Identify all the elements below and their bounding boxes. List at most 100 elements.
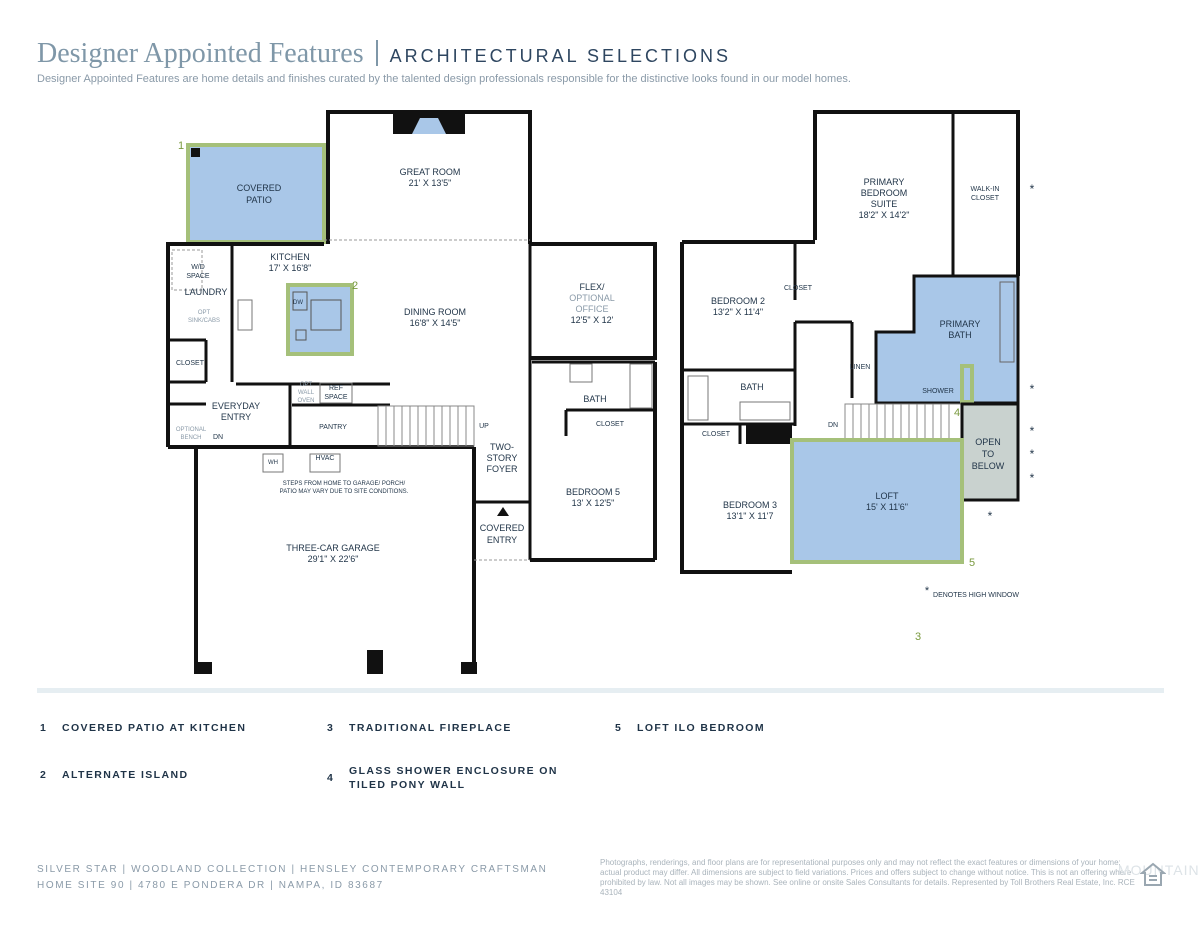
garage-dims: 29'1" X 22'6" <box>308 554 359 564</box>
fireplace-opening <box>412 118 446 134</box>
first-floor-labels: COVERED PATIO GREAT ROOM 21' X 13'5" KIT… <box>176 167 625 564</box>
primary-vanity <box>999 281 1015 363</box>
high-window-mark-4: * <box>1030 447 1035 461</box>
callout-1: 1 <box>178 140 184 152</box>
high-window-mark-1: * <box>1030 182 1035 196</box>
first-floor-plan <box>166 110 657 674</box>
feature-label: ALTERNATE ISLAND <box>62 769 189 781</box>
wh-label: WH <box>268 460 278 466</box>
garage-pier-left <box>194 662 212 674</box>
opt-wall-oven-label-2: WALL <box>298 390 315 396</box>
garage-note-2: PATIO MAY VARY DUE TO SITE CONDITIONS. <box>280 489 409 495</box>
primary-suite-label: PRIMARY <box>864 177 905 187</box>
bedroom5-closet-label: CLOSET <box>596 421 625 428</box>
island-sink <box>310 299 342 331</box>
bedroom2-closet-label: CLOSET <box>784 285 813 292</box>
wd-label-2: SPACE <box>186 273 210 280</box>
page-title: Designer Appointed Features <box>37 38 364 69</box>
covered-patio-label-2: PATIO <box>246 195 272 205</box>
high-window-mark-2: * <box>1030 382 1035 396</box>
section-divider <box>37 688 1164 693</box>
bath2-vanity <box>739 401 791 421</box>
primary-suite-label-2: BEDROOM <box>861 188 908 198</box>
dishwasher <box>292 291 308 311</box>
hvac-label: HVAC <box>316 455 335 462</box>
opt-sink-label: OPT <box>198 310 211 316</box>
primary-bath-area <box>874 274 1020 405</box>
walk-in-closet-label: WALK-IN <box>971 186 1000 193</box>
ref-space-outline <box>319 382 353 404</box>
intro-text: Designer Appointed Features are home det… <box>37 73 851 85</box>
bedroom3-closet-label: CLOSET <box>702 431 731 438</box>
shower-label: SHOWER <box>922 388 954 395</box>
feature-label: COVERED PATIO AT KITCHEN <box>62 722 247 734</box>
opt-wall-oven-label: OPT <box>300 382 313 388</box>
garage-pier-right <box>461 662 477 674</box>
walk-in-closet-label-2: CLOSET <box>971 195 1000 202</box>
primary-bath-label-2: BATH <box>948 330 971 340</box>
bedroom2-dims: 13'2" X 11'4" <box>713 307 763 317</box>
foyer-label-3: FOYER <box>486 464 518 474</box>
covered-patio-label: COVERED <box>237 183 282 193</box>
kitchen-dims: 17' X 16'8" <box>269 263 312 273</box>
great-room-dims: 21' X 13'5" <box>409 178 452 188</box>
high-window-mark-5: * <box>1030 471 1035 485</box>
community-line: SILVER STAR | WOODLAND COLLECTION | HENS… <box>37 864 548 875</box>
optional-bench-label-2: BENCH <box>180 435 201 441</box>
primary-bath-label: PRIMARY <box>940 319 981 329</box>
feature-label: GLASS SHOWER ENCLOSURE ON TILED PONY WAL… <box>349 765 558 791</box>
ref-label: REF <box>329 385 343 392</box>
feature-item-4: 4GLASS SHOWER ENCLOSURE ON TILED PONY WA… <box>327 764 569 792</box>
island-storage <box>295 329 307 341</box>
covered-patio-highlight <box>186 143 326 244</box>
garage-label: THREE-CAR GARAGE <box>286 543 380 553</box>
dining-room-label: DINING ROOM <box>404 307 466 317</box>
flex-office-label: OFFICE <box>576 304 609 314</box>
page-header: Designer Appointed Features ARCHITECTURAL… <box>37 38 1167 70</box>
feature-item-1: 1 COVERED PATIO AT KITCHEN <box>40 721 246 735</box>
feature-label: LOFT ILO BEDROOM <box>637 722 765 734</box>
open-below-label-2: TO <box>982 449 994 459</box>
second-floor-plan <box>680 110 1020 574</box>
bedroom3-dims: 13'1" X 11'7 <box>727 511 774 521</box>
feature-number: 5 <box>615 722 623 734</box>
title-divider <box>375 40 378 66</box>
ref-label-2: SPACE <box>324 394 348 401</box>
wd-space-outline <box>171 249 203 291</box>
feature-item-2: 2 ALTERNATE ISLAND <box>40 768 188 782</box>
loft-highlight <box>790 438 964 564</box>
water-heater <box>262 453 284 473</box>
laundry-label: LAUNDRY <box>185 287 228 297</box>
bedroom3-label: BEDROOM 3 <box>723 500 777 510</box>
pantry-label: PANTRY <box>319 424 347 431</box>
up-label: UP <box>479 423 489 430</box>
closet-label: CLOSET <box>176 360 205 367</box>
bath2-tub <box>687 375 709 421</box>
upper-stairs <box>844 403 962 441</box>
feature-number: 2 <box>40 769 48 781</box>
linen-label: LINEN <box>850 364 871 371</box>
second-floor-labels: PRIMARY BEDROOM SUITE 18'2" X 14'2" WALK… <box>702 177 1035 599</box>
bedroom2-label: BEDROOM 2 <box>711 296 765 306</box>
bath-label: BATH <box>583 394 606 404</box>
high-window-mark-6: * <box>988 509 993 523</box>
dn-label: DN <box>213 434 223 441</box>
open-to-below <box>960 402 1020 502</box>
opt-sink-label-2: SINK/CABS <box>188 318 220 324</box>
page-subtitle: ARCHITECTURAL SELECTIONS <box>389 46 731 66</box>
everyday-entry-label: EVERYDAY <box>212 401 260 411</box>
callout-5: 5 <box>969 557 975 569</box>
floor-plan-diagram: COVERED PATIO GREAT ROOM 21' X 13'5" KIT… <box>166 110 1035 674</box>
glass-shower-highlight <box>960 364 974 404</box>
loft-dims: 15' X 11'6" <box>866 502 908 512</box>
wd-label: W/D <box>191 264 205 271</box>
bath2-label: BATH <box>740 382 763 392</box>
primary-suite-dims: 18'2" X 14'2" <box>859 210 910 220</box>
flex-dims: 12'5" X 12' <box>571 315 614 325</box>
feature-number: 1 <box>40 722 48 734</box>
primary-suite-walls <box>813 110 1020 276</box>
upper-dn-label: DN <box>828 422 838 429</box>
covered-entry-label-2: ENTRY <box>487 535 517 545</box>
garage-note: STEPS FROM HOME TO GARAGE/ PORCH/ <box>283 481 406 487</box>
